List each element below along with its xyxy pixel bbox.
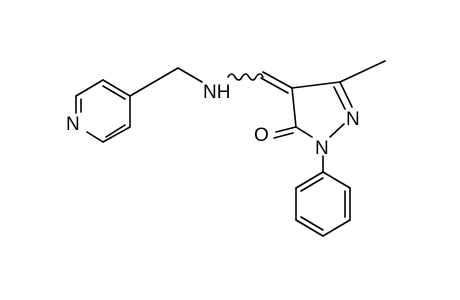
- pyrazole-n2-label: N: [346, 109, 360, 130]
- methylene-bond: [129, 67, 179, 97]
- pyridine-double-bond: [105, 124, 126, 138]
- ring-bond: [291, 81, 341, 89]
- pyridine-nitrogen-label: N: [66, 114, 80, 135]
- pyridine-bond: [86, 131, 104, 143]
- phenyl-bond: [295, 219, 324, 237]
- ring-bond: [295, 126, 313, 138]
- ring-double-bond: [339, 81, 353, 108]
- phenyl-bond: [322, 171, 351, 189]
- exocyclic-double-bond: [260, 77, 289, 94]
- carbonyl-double-bond: [275, 126, 297, 133]
- pyrazolone-ring: [291, 81, 353, 138]
- carbonyl-double-bond: [273, 132, 294, 139]
- phenyl-double-bond: [300, 216, 324, 231]
- pyridine-double-bond: [102, 85, 126, 100]
- wavy-bond: [227, 73, 264, 81]
- carbonyl-oxygen-label: O: [254, 125, 269, 146]
- exocyclic-double-bond: [262, 71, 293, 89]
- pyridine-bond: [75, 79, 104, 97]
- ring-double-bond: [333, 86, 346, 110]
- methylene-nh-bond: [177, 67, 203, 83]
- amine-nh-label: NH: [203, 82, 230, 103]
- phenyl-double-bond: [300, 177, 324, 192]
- phenyl-bond: [322, 219, 351, 237]
- methyl-bond: [339, 60, 386, 83]
- pyridine-bond: [102, 126, 131, 143]
- phenyl-ring: [295, 171, 351, 237]
- ring-bond: [291, 87, 297, 128]
- pyridine-bond: [102, 79, 131, 97]
- phenyl-bond: [295, 171, 324, 189]
- pyrazole-n1-label: N: [315, 138, 329, 159]
- ring-bond: [329, 123, 345, 138]
- pyridine-ring: [75, 79, 131, 143]
